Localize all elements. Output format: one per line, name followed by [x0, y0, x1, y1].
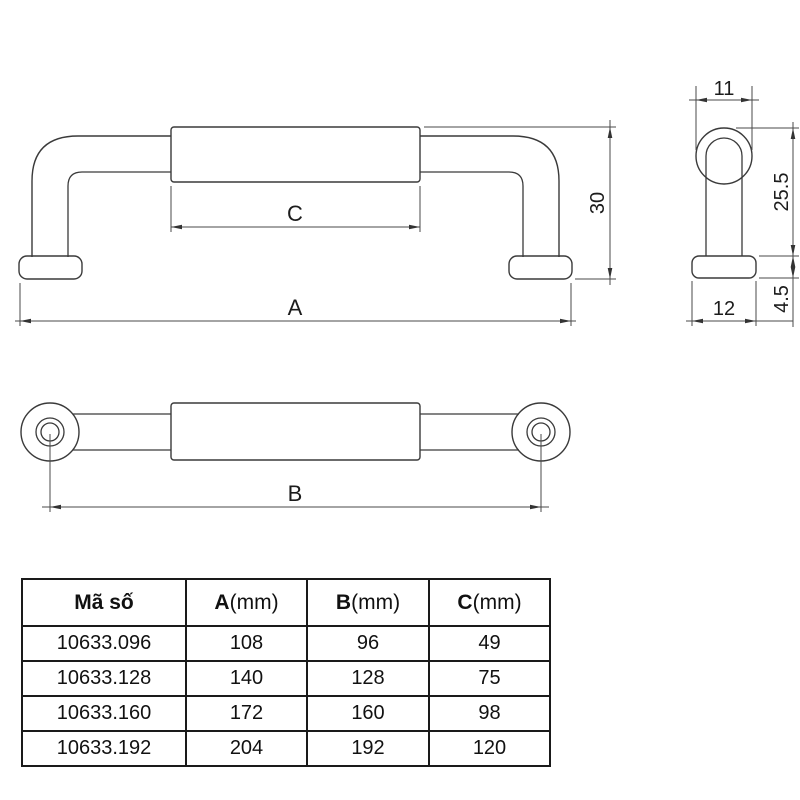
dimension-spec-table: Mã số A(mm) B(mm) C(mm) 10633.096 108 96… — [21, 578, 551, 767]
cell-a: 172 — [185, 695, 308, 732]
foot-side — [691, 255, 757, 279]
dim-label-12: 12 — [713, 298, 735, 320]
header-suffix-b: (mm) — [351, 590, 401, 614]
cell-c: 120 — [428, 730, 551, 767]
dim-label-25-5: 25.5 — [771, 173, 793, 212]
handle-technical-drawing: C A 30 — [15, 78, 799, 512]
header-letter-c: C — [457, 590, 473, 614]
cell-b: 128 — [306, 660, 430, 697]
cell-b: 160 — [306, 695, 430, 732]
dimension-25-5: 25.5 — [736, 122, 799, 256]
table-row: 10633.128 140 128 75 — [21, 660, 551, 697]
dim-label-11: 11 — [714, 78, 735, 100]
dim-label-30: 30 — [587, 192, 609, 214]
dim-label-a: A — [288, 295, 303, 320]
grip-front — [170, 126, 421, 183]
dimension-c: C — [170, 186, 421, 232]
header-letter-a: A — [214, 590, 230, 614]
table-row: 10633.160 172 160 98 — [21, 695, 551, 732]
header-suffix-a: (mm) — [229, 590, 279, 614]
tube-outer-right — [420, 135, 560, 257]
cell-code: 10633.096 — [21, 625, 187, 662]
header-cell-c: C(mm) — [428, 578, 551, 627]
dim-label-c: C — [287, 201, 303, 226]
tube-inner-arc — [705, 137, 743, 157]
tube-outer-left — [31, 135, 171, 257]
cell-a: 140 — [185, 660, 308, 697]
header-cell-code: Mã số — [21, 578, 187, 627]
dimension-4-5: 4.5 — [759, 255, 799, 327]
cell-a: 204 — [185, 730, 308, 767]
foot-right — [508, 255, 573, 280]
top-view: B — [20, 402, 571, 512]
header-cell-b: B(mm) — [306, 578, 430, 627]
cell-code: 10633.128 — [21, 660, 187, 697]
grip-top — [170, 402, 421, 461]
bar-lines — [73, 413, 519, 451]
table-header-row: Mã số A(mm) B(mm) C(mm) — [21, 578, 551, 627]
cell-c: 98 — [428, 695, 551, 732]
header-letter-b: B — [335, 590, 352, 614]
cell-code: 10633.192 — [21, 730, 187, 767]
dimension-30: 30 — [424, 120, 616, 285]
dimension-12: 12 — [686, 281, 793, 326]
cell-c: 75 — [428, 660, 551, 697]
dimension-a: A — [15, 283, 576, 326]
foot-left — [18, 255, 83, 280]
dim-label-4-5: 4.5 — [771, 285, 793, 313]
header-cell-a: A(mm) — [185, 578, 308, 627]
dimension-b: B — [42, 434, 549, 512]
cell-b: 192 — [306, 730, 430, 767]
dim-label-b: B — [288, 481, 303, 506]
header-suffix-c: (mm) — [472, 590, 522, 614]
tube-inner-left — [67, 171, 171, 257]
tube-inner-right — [420, 171, 524, 257]
cell-code: 10633.160 — [21, 695, 187, 732]
stem-lines — [705, 156, 743, 256]
dimension-11: 11 — [689, 78, 759, 150]
header-label-code: Mã số — [74, 590, 134, 614]
table-row: 10633.192 204 192 120 — [21, 730, 551, 767]
cell-a: 108 — [185, 625, 308, 662]
tube-end-circle — [695, 127, 753, 185]
cell-b: 96 — [306, 625, 430, 662]
table-row: 10633.096 108 96 49 — [21, 625, 551, 662]
front-view: C A 30 — [15, 120, 616, 326]
side-view: 11 25.5 4.5 12 — [686, 78, 799, 327]
cell-c: 49 — [428, 625, 551, 662]
